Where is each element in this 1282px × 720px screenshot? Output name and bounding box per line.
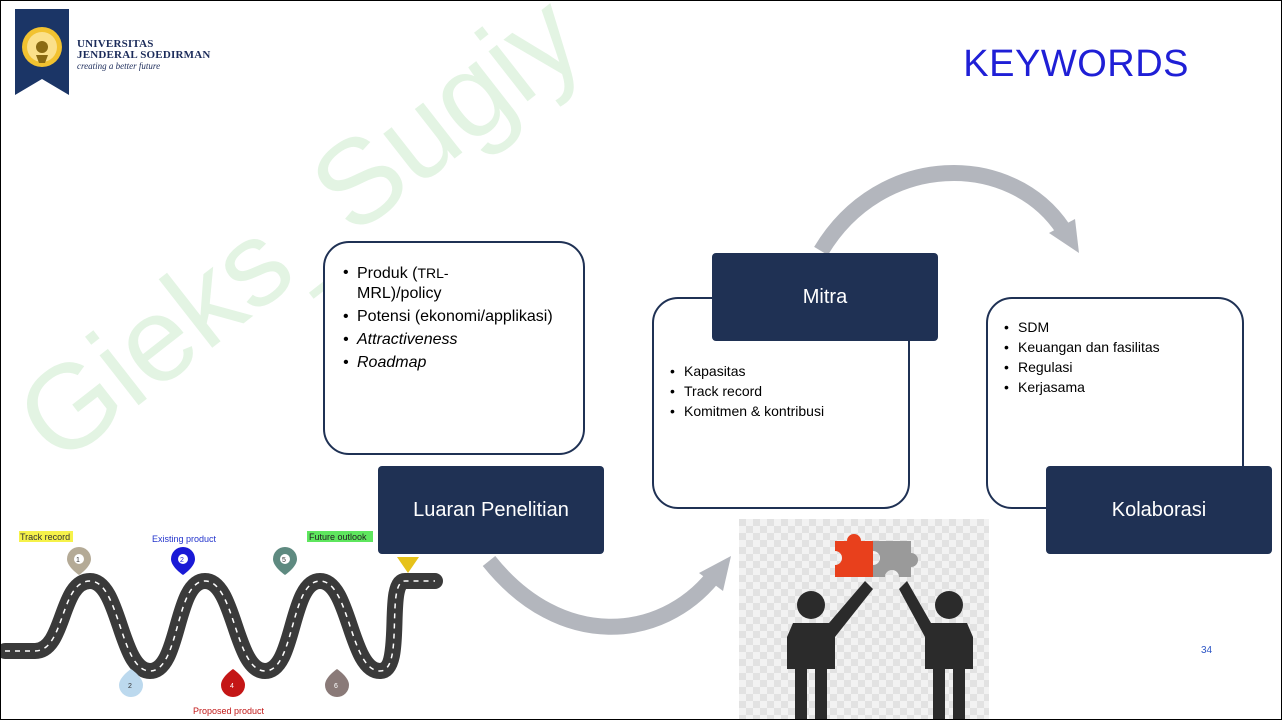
slide-title: KEYWORDS xyxy=(963,43,1189,85)
university-name: UNIVERSITAS JENDERAL SOEDIRMAN creating … xyxy=(77,39,210,72)
roadmap-illustration: Track record Existing product Future out… xyxy=(1,531,443,716)
mitra-label: Mitra xyxy=(802,285,848,308)
university-logo xyxy=(15,9,71,102)
pin-6-icon: 6 xyxy=(325,669,349,697)
mitra-item: Track record xyxy=(670,381,824,401)
pin-2-top-icon: 2 xyxy=(171,547,195,575)
future-outlook-label: Future outlook xyxy=(309,532,367,542)
kolaborasi-item: SDM xyxy=(1004,317,1160,337)
svg-text:6: 6 xyxy=(334,683,338,690)
luaran-item-attractiveness: Attractiveness xyxy=(343,330,573,350)
kolaborasi-item: Kerjasama xyxy=(1004,377,1160,397)
kolaborasi-item: Regulasi xyxy=(1004,357,1160,377)
kolaborasi-label: Kolaborasi xyxy=(1111,498,1207,521)
gray-puzzle-piece-icon xyxy=(873,541,918,577)
collaboration-puzzle-illustration xyxy=(739,519,989,719)
university-line1: UNIVERSITAS xyxy=(77,38,154,50)
arrow-head-top-icon xyxy=(1049,219,1079,253)
university-emblem-icon xyxy=(15,9,69,95)
pin-5-icon: 5 xyxy=(273,547,297,575)
track-record-label: Track record xyxy=(20,532,70,542)
proposed-product-label: Proposed product xyxy=(193,706,265,716)
luaran-item-produk: Produk (TRL-MRL)/policy xyxy=(343,263,573,304)
university-tagline: creating a better future xyxy=(77,61,161,71)
kolaborasi-item: Keuangan dan fasilitas xyxy=(1004,337,1160,357)
pin-1-icon: 1 xyxy=(67,547,91,575)
kolaborasi-label-box: Kolaborasi xyxy=(1046,466,1272,554)
pin-future-icon xyxy=(397,557,419,573)
svg-text:1: 1 xyxy=(76,557,80,564)
pin-2-bottom-icon: 2 xyxy=(119,669,143,697)
svg-text:2: 2 xyxy=(180,557,184,564)
luaran-label: Luaran Penelitian xyxy=(413,498,569,521)
luaran-item-potensi: Potensi (ekonomi/applikasi) xyxy=(343,307,573,327)
mitra-label-box: Mitra xyxy=(712,253,938,341)
kolaborasi-list: SDM Keuangan dan fasilitas Regulasi Kerj… xyxy=(1004,317,1160,397)
existing-product-label: Existing product xyxy=(152,534,217,544)
right-person-icon xyxy=(899,581,973,719)
luaran-item-roadmap: Roadmap xyxy=(343,353,573,373)
svg-text:5: 5 xyxy=(282,557,286,564)
page-number: 34 xyxy=(1201,645,1213,656)
mitra-list: Kapasitas Track record Komitmen & kontri… xyxy=(670,361,824,421)
arrow-head-bottom-icon xyxy=(699,556,731,591)
pin-4-icon: 4 xyxy=(221,669,245,697)
university-line2: JENDERAL SOEDIRMAN xyxy=(77,49,211,61)
luaran-list: Produk (TRL-MRL)/policy Potensi (ekonomi… xyxy=(343,263,573,376)
luaran-label-box: Luaran Penelitian xyxy=(378,466,604,554)
mitra-item: Kapasitas xyxy=(670,361,824,381)
svg-text:4: 4 xyxy=(230,683,234,690)
svg-text:2: 2 xyxy=(128,683,132,690)
red-puzzle-piece-icon xyxy=(835,534,873,577)
left-person-icon xyxy=(787,581,873,719)
mitra-item: Komitmen & kontribusi xyxy=(670,401,824,421)
luaran-detail-box: Produk (TRL-MRL)/policy Potensi (ekonomi… xyxy=(323,241,585,455)
